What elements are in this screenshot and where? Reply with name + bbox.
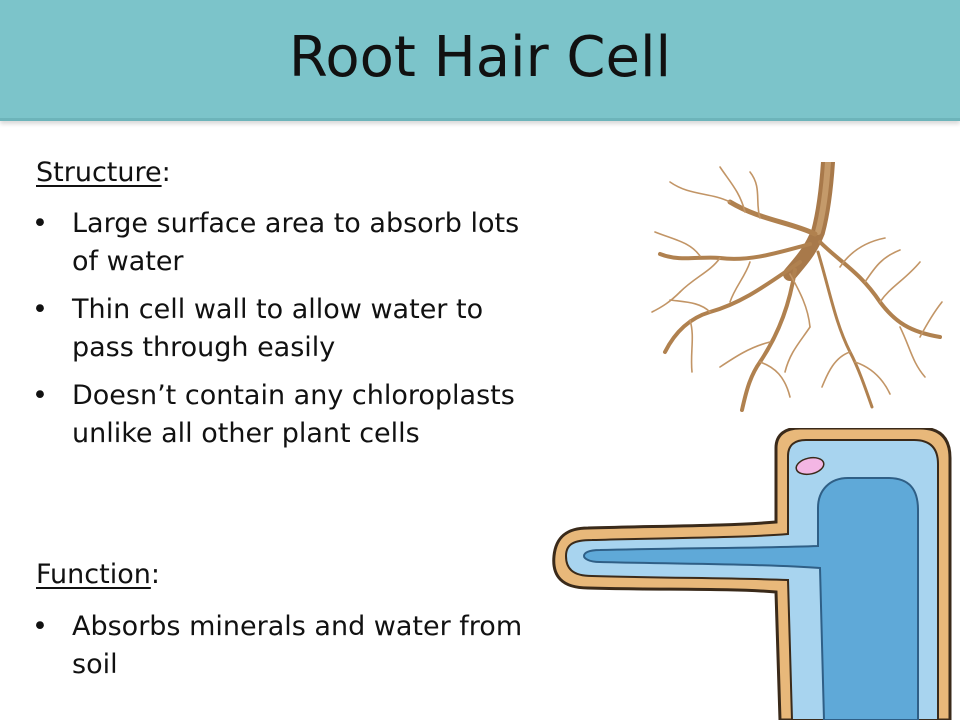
- plant-root-photo: [651, 162, 943, 412]
- bullet-line: unlike all other plant cells: [72, 418, 420, 449]
- structure-bullet-3: • Doesn’t contain any chloroplasts unlik…: [30, 377, 670, 453]
- structure-heading-colon: :: [161, 157, 171, 188]
- function-bullet-list: • Absorbs minerals and water from soil: [30, 608, 670, 694]
- bullet-line: Absorbs minerals and water from: [72, 611, 523, 642]
- bullet-line: Large surface area to absorb lots: [72, 208, 520, 239]
- bullet-line: of water: [72, 246, 184, 277]
- function-heading-label: Function: [36, 559, 151, 590]
- bullet-icon: •: [32, 294, 48, 325]
- bullet-icon: •: [32, 208, 48, 239]
- root-icon: [651, 162, 943, 412]
- bullet-line: pass through easily: [72, 332, 336, 363]
- bullet-line: Thin cell wall to allow water to: [72, 294, 484, 325]
- bullet-line: soil: [72, 649, 118, 680]
- structure-heading: Structure:: [36, 155, 171, 191]
- function-heading-colon: :: [150, 559, 160, 590]
- bullet-icon: •: [32, 611, 48, 642]
- bullet-line: Doesn’t contain any chloroplasts: [72, 380, 515, 411]
- bullet-icon: •: [32, 380, 48, 411]
- structure-bullet-2: • Thin cell wall to allow water to pass …: [30, 291, 670, 367]
- slide-title: Root Hair Cell: [288, 25, 672, 90]
- function-heading: Function:: [36, 557, 160, 593]
- function-bullet-1: • Absorbs minerals and water from soil: [30, 608, 670, 684]
- structure-bullet-list: • Large surface area to absorb lots of w…: [30, 205, 670, 463]
- structure-bullet-1: • Large surface area to absorb lots of w…: [30, 205, 670, 281]
- title-bar: Root Hair Cell: [0, 0, 960, 121]
- vacuole: [582, 477, 919, 720]
- root-hair-cell-diagram: [552, 428, 952, 720]
- structure-heading-label: Structure: [36, 157, 162, 188]
- nucleus: [795, 456, 825, 476]
